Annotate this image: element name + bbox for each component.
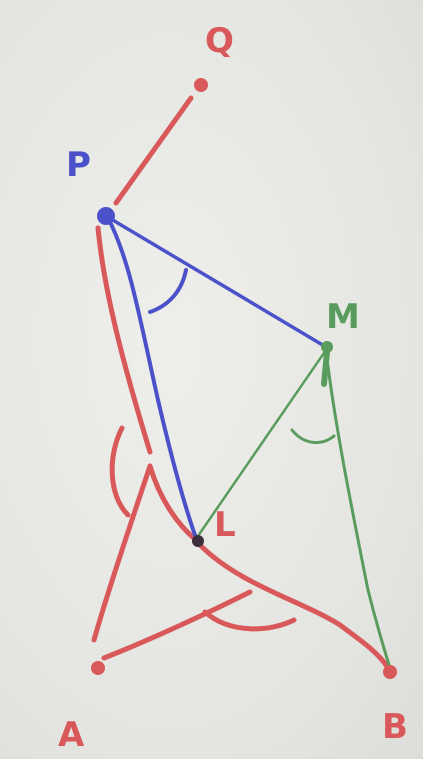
segment-lb: [197, 542, 391, 671]
point-l-dot: [192, 535, 204, 547]
segment-mb: [324, 348, 392, 670]
label-q: Q: [205, 21, 234, 61]
segment-ml: [196, 348, 328, 538]
label-m: M: [326, 297, 360, 337]
label-b: B: [382, 707, 408, 747]
segment-apex-l: [147, 463, 199, 543]
point-b-dot: [383, 665, 397, 679]
point-m-dot: [321, 341, 333, 353]
angle-arc-left: [109, 425, 131, 518]
segment-to-a: [91, 463, 153, 643]
segment-a-vertex: [101, 589, 253, 661]
segment-pl: [106, 216, 198, 540]
angle-arc-m: [290, 428, 336, 444]
angle-arc-bottom: [202, 609, 297, 632]
angle-arc-p: [148, 268, 188, 314]
point-p-dot: [97, 207, 115, 225]
segment-qp: [113, 95, 194, 206]
label-a: A: [58, 715, 85, 755]
label-l: L: [214, 505, 236, 545]
label-p: P: [66, 145, 91, 185]
point-q-dot: [194, 78, 208, 92]
stroke-below-m: [321, 349, 330, 387]
segment-pm: [104, 214, 328, 349]
point-a-dot: [91, 661, 105, 675]
segment-p-down: [95, 225, 153, 455]
